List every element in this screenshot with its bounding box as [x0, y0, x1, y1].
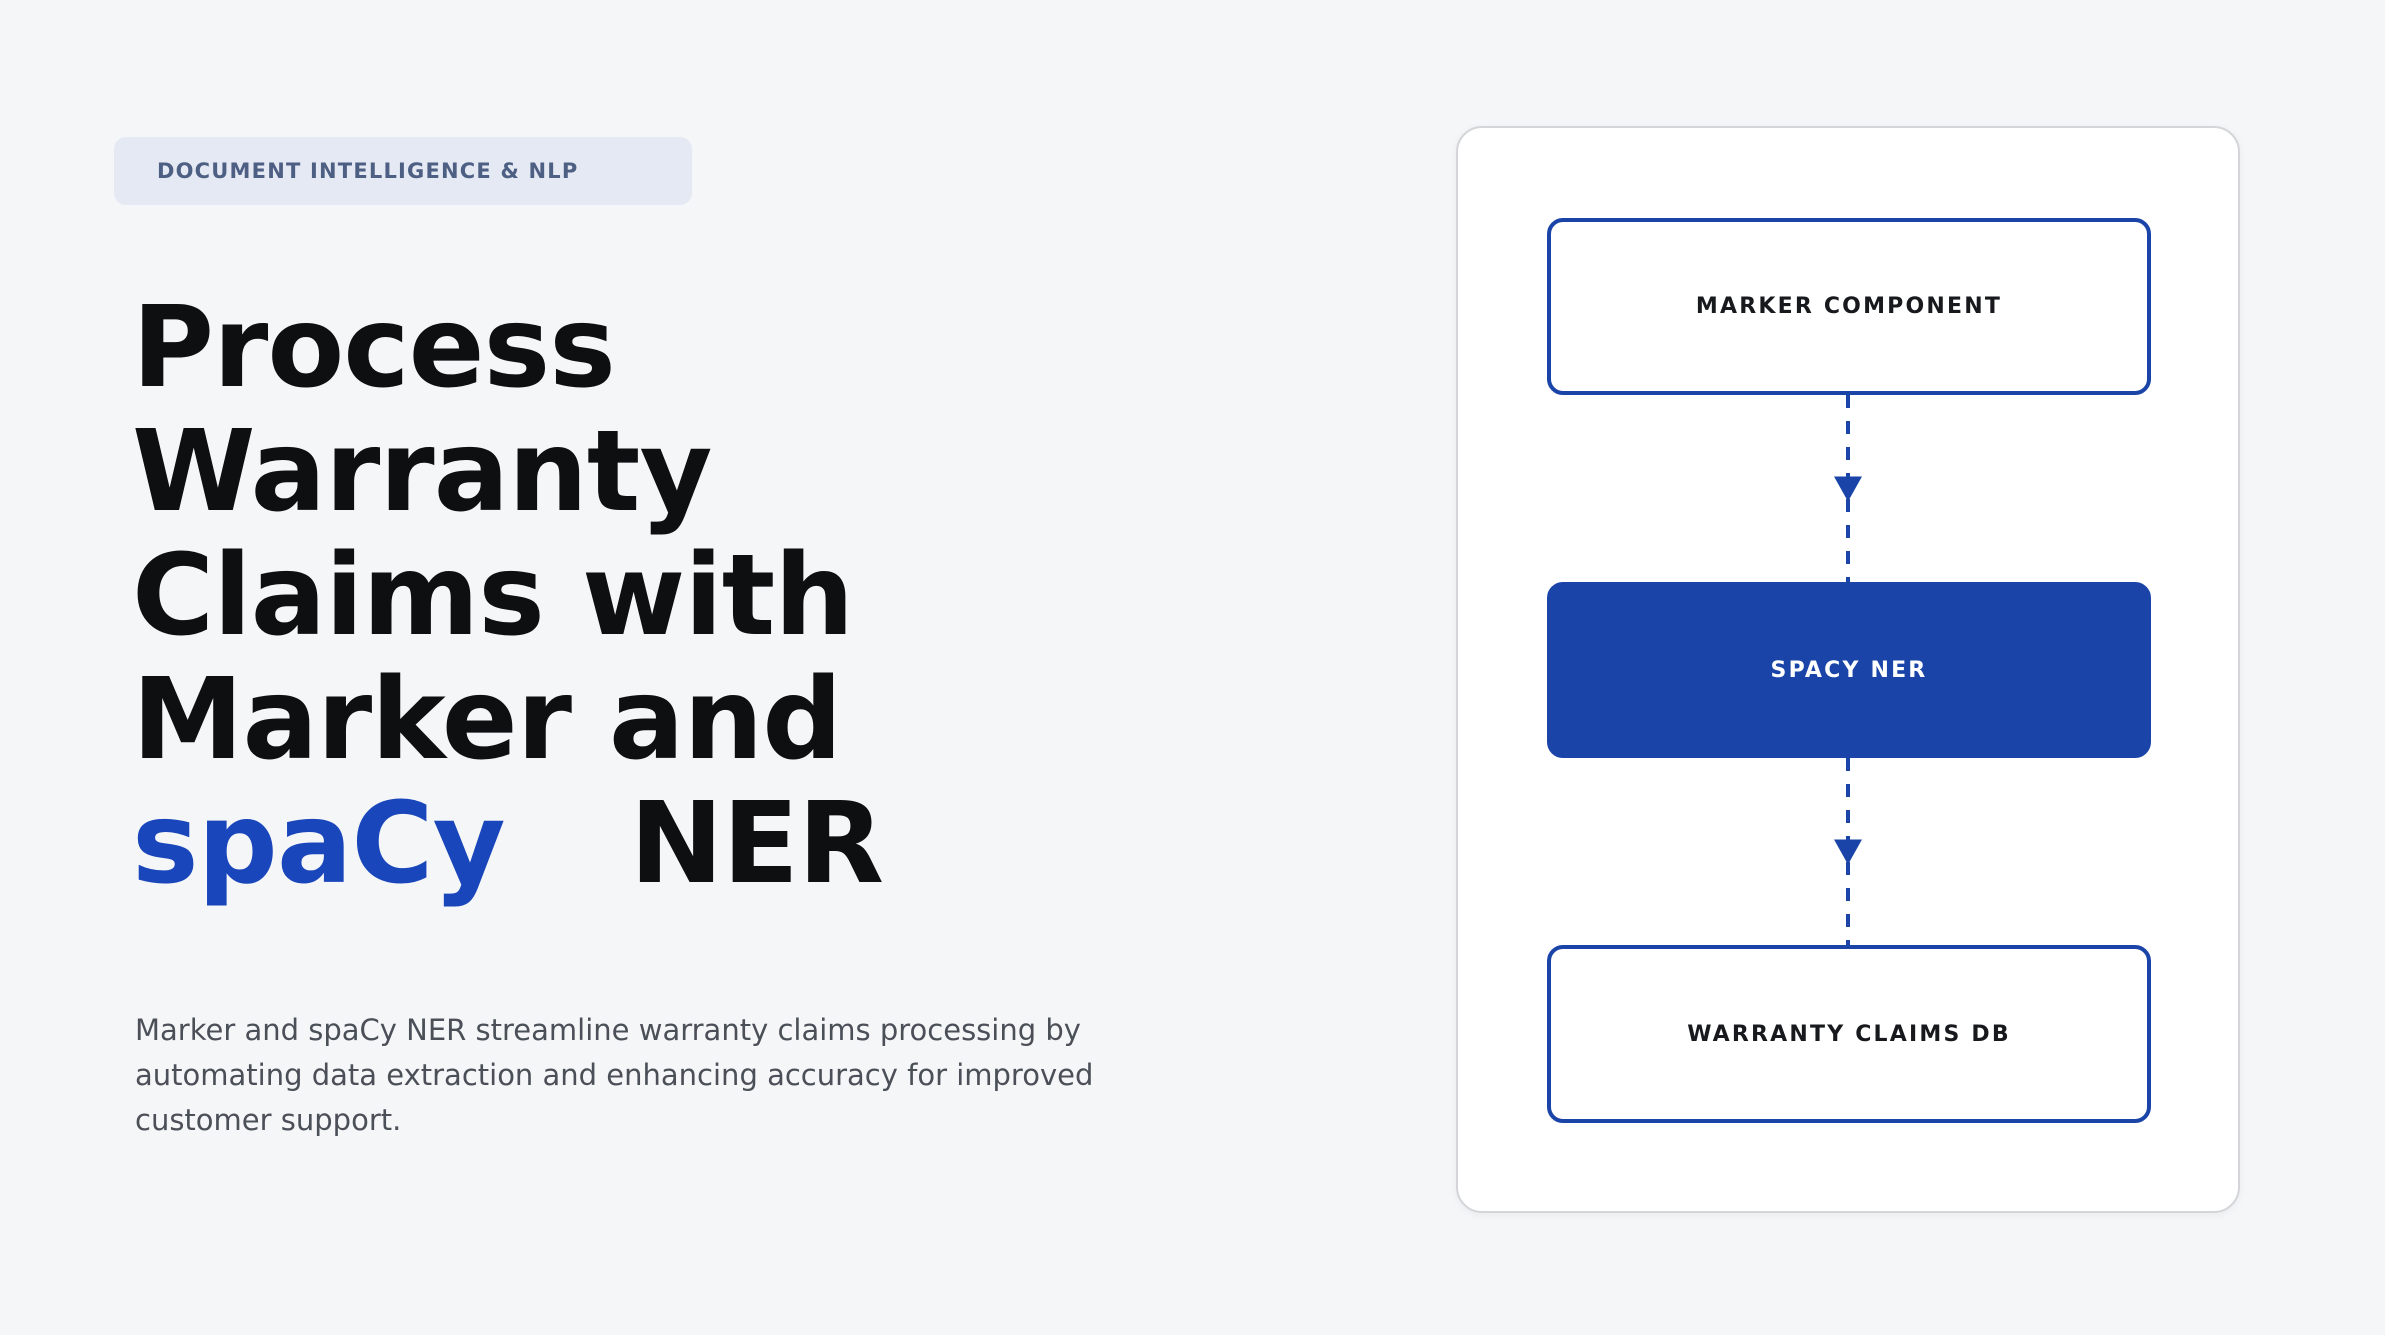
flow-node-warranty-claims-db: WARRANTY CLAIMS DB [1547, 945, 2151, 1123]
diagram-card: MARKER COMPONENT SPACY NER WARRANTY CLAI… [1456, 126, 2240, 1213]
flow-node-spacy-ner-label: SPACY NER [1770, 657, 1928, 683]
title-line-4: Marker and [132, 655, 842, 785]
title-line-5: spaCy NER [132, 779, 884, 909]
flow-node-spacy-ner: SPACY NER [1547, 582, 2151, 758]
title-line-3: Claims with [132, 531, 854, 661]
category-badge: DOCUMENT INTELLIGENCE & NLP [114, 137, 692, 205]
description-line-3: customer support. [135, 1103, 402, 1137]
arrow-down-icon [1834, 839, 1862, 864]
description-line-1: Marker and spaCy NER streamline warranty… [135, 1013, 1081, 1047]
arrow-down-icon [1834, 476, 1862, 501]
title-highlight-spacy: spaCy [132, 779, 506, 909]
category-badge-label: DOCUMENT INTELLIGENCE & NLP [157, 159, 579, 183]
title-line-2: Warranty [132, 407, 712, 537]
hero-description: Marker and spaCy NER streamline warranty… [135, 1008, 1093, 1143]
title-tail-ner: NER [629, 779, 884, 909]
connector-marker-to-spacy [1458, 395, 2238, 582]
title-line-1: Process [132, 283, 616, 413]
flow-node-warranty-claims-db-label: WARRANTY CLAIMS DB [1687, 1021, 2011, 1047]
flow-node-marker-component-label: MARKER COMPONENT [1695, 294, 2003, 319]
flow-node-marker-component: MARKER COMPONENT [1547, 218, 2151, 395]
description-line-2: automating data extraction and enhancing… [135, 1058, 1094, 1092]
connector-spacy-to-db [1458, 758, 2238, 945]
